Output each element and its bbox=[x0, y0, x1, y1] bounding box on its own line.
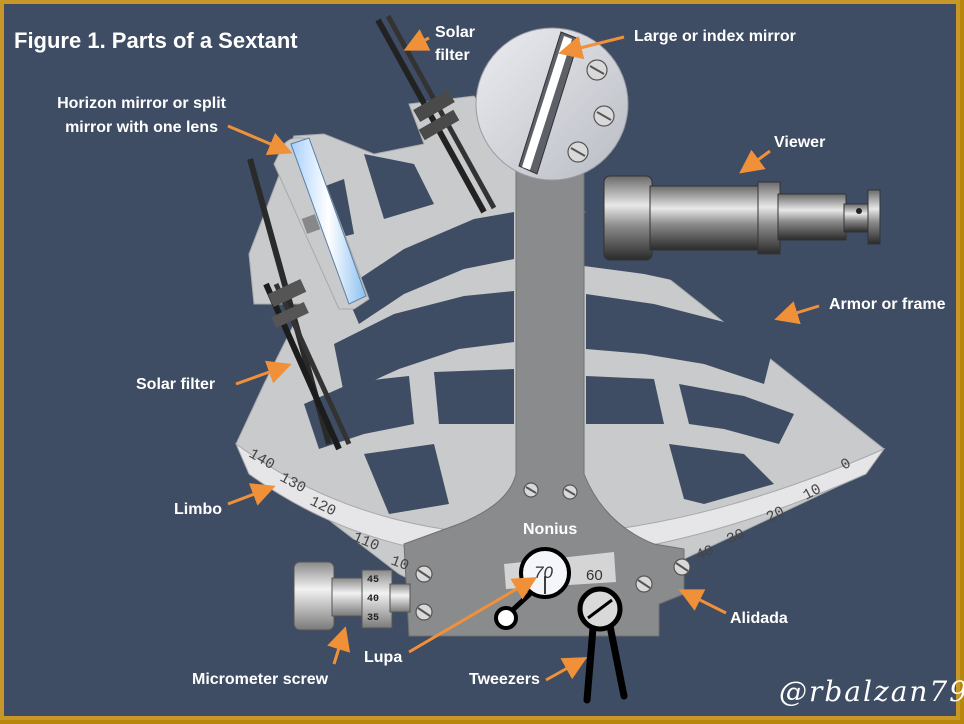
arrow-lupa bbox=[408, 576, 538, 654]
label-solar-filter-left: Solar filter bbox=[136, 376, 215, 393]
label-lupa: Lupa bbox=[364, 649, 402, 666]
tweezers bbox=[577, 586, 628, 704]
micrometer-number-3: 35 bbox=[367, 613, 379, 624]
arrow-tweezers bbox=[545, 657, 588, 682]
micrometer-screw: 45 40 35 bbox=[293, 561, 411, 631]
micrometer-number-1: 45 bbox=[367, 575, 379, 586]
index-mirror bbox=[475, 27, 629, 181]
horizon-mirror bbox=[273, 137, 370, 310]
label-horizon-mirror-2: mirror with one lens bbox=[65, 119, 218, 136]
label-tweezers: Tweezers bbox=[469, 671, 540, 688]
scale-number-40: 40 bbox=[694, 542, 717, 565]
label-armor: Armor or frame bbox=[829, 296, 946, 313]
scale-number-30: 30 bbox=[724, 526, 747, 549]
label-viewer: Viewer bbox=[774, 134, 825, 151]
left-solar-filter bbox=[247, 158, 352, 451]
label-horizon-mirror-1: Horizon mirror or split bbox=[57, 95, 227, 112]
alidade-screws bbox=[415, 482, 691, 621]
sextant-diagram: 45 40 35 140 130 120 110 10 40 30 20 10 … bbox=[14, 14, 964, 708]
scale-number-20: 20 bbox=[764, 503, 788, 526]
label-limbo: Limbo bbox=[174, 501, 222, 518]
figure-title: Figure 1. Parts of a Sextant bbox=[14, 28, 298, 53]
viewer-telescope bbox=[603, 175, 881, 261]
label-nonius: Nonius bbox=[523, 521, 577, 538]
label-micrometer: Micrometer screw bbox=[192, 671, 329, 688]
arrow-alidada bbox=[678, 589, 727, 615]
label-index-mirror: Large or index mirror bbox=[634, 28, 796, 45]
micrometer-number-2: 40 bbox=[367, 594, 379, 605]
arrow-horizon-mirror bbox=[227, 124, 293, 156]
arrow-solar-filter-top bbox=[403, 29, 431, 51]
scale-number-10: 10 bbox=[800, 481, 824, 504]
arrow-index-mirror bbox=[558, 35, 625, 60]
arrow-armor bbox=[774, 301, 820, 325]
arrow-limbo bbox=[227, 483, 276, 506]
signature: @rbalzan79 bbox=[779, 675, 964, 708]
lupa-magnifier: 70 60 bbox=[494, 547, 603, 630]
lupa-number: 70 bbox=[534, 563, 553, 582]
arrow-solar-filter-left bbox=[235, 360, 292, 386]
label-solar-filter-top-1: Solar bbox=[435, 24, 475, 41]
arrow-viewer bbox=[739, 149, 771, 174]
arrow-micrometer bbox=[327, 626, 351, 665]
label-alidada: Alidada bbox=[730, 610, 788, 627]
label-solar-filter-top-2: filter bbox=[435, 47, 470, 64]
callout-arrows bbox=[227, 29, 820, 682]
nonius-number-60: 60 bbox=[586, 567, 603, 584]
scale-number-100: 10 bbox=[388, 553, 411, 575]
